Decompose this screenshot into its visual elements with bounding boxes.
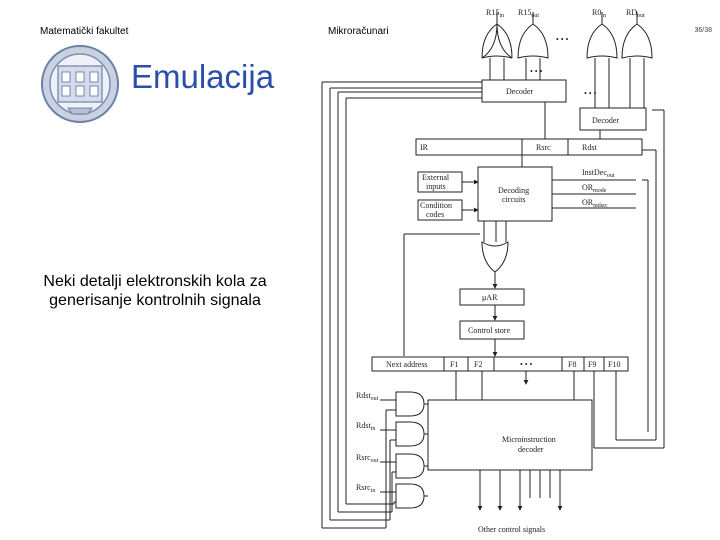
university-seal-icon	[40, 44, 120, 124]
label-f9: F9	[588, 360, 596, 369]
svg-text:R15out: R15out	[518, 8, 539, 19]
slide-description: Neki detalji elektronskih kola za generi…	[43, 273, 267, 309]
label-external-1: External	[422, 173, 450, 182]
label-rsrcout-sub: out	[371, 458, 379, 464]
label-rsrcin-sub: in	[371, 488, 376, 494]
label-f8: F8	[568, 360, 576, 369]
svg-text:InstDecout: InstDecout	[582, 168, 615, 179]
svg-text:Rsrcout: Rsrcout	[356, 453, 379, 464]
or-gate-rdout	[621, 23, 653, 59]
label-rsrcout: Rsrc	[356, 453, 371, 462]
label-control-store: Control store	[468, 326, 510, 335]
and-gate-rsrcin	[395, 483, 425, 509]
label-rdstin-sub: in	[371, 426, 376, 432]
label-orindsrc: OR	[582, 198, 594, 207]
svg-text:ORmode: ORmode	[582, 183, 607, 194]
decoder-box-upper	[481, 79, 567, 103]
label-other-signals: Other control signals	[478, 525, 545, 534]
microinstruction-register	[371, 356, 629, 372]
svg-text:Rdstin: Rdstin	[356, 421, 375, 432]
svg-text:Rsrcin: Rsrcin	[356, 483, 375, 494]
or-gate-r15out	[517, 23, 549, 59]
label-rdstin: Rdst	[356, 421, 371, 430]
or-gate-uar	[481, 241, 509, 273]
label-rsrcin: Rsrc	[356, 483, 371, 492]
label-r0in: R0	[592, 8, 601, 17]
label-decoding-1: Decoding	[498, 186, 529, 195]
label-mar: μAR	[482, 293, 498, 302]
or-gate-r0in	[586, 23, 618, 59]
slide-title: Emulacija	[131, 58, 275, 95]
label-rdstout-sub: out	[371, 396, 379, 402]
svg-text:Rdstout: Rdstout	[356, 391, 379, 402]
decoder-box-lower	[579, 107, 647, 131]
page-number: 36/38	[694, 27, 712, 34]
label-rsrc: Rsrc	[536, 143, 551, 152]
microinstruction-decoder	[427, 399, 593, 471]
label-ir: IR	[420, 143, 429, 152]
faculty-name: Matematički fakultet	[40, 26, 129, 37]
control-signal-circuit-diagram: R15in R15out R0in RDout • • • • • • • • …	[321, 8, 665, 534]
ellipsis-mid: • • •	[530, 67, 543, 76]
label-decoder-lower: Decoder	[592, 116, 619, 125]
label-decoder-upper: Decoder	[506, 87, 533, 96]
label-r15out-sub: out	[531, 13, 539, 19]
label-r15in: R15	[486, 8, 499, 17]
label-decoding-2: circuits	[502, 195, 526, 204]
label-next-address: Next address	[386, 360, 428, 369]
ellipsis-fields: • • •	[520, 360, 533, 369]
micro-address-register	[459, 288, 525, 306]
svg-text:RDout: RDout	[626, 8, 645, 19]
svg-text:R0in: R0in	[592, 8, 606, 19]
label-ormode-sub: mode	[593, 188, 607, 194]
label-rdstout: Rdst	[356, 391, 371, 400]
course-name: Mikroračunari	[328, 26, 389, 37]
decoding-circuits	[477, 166, 553, 222]
label-f10: F10	[608, 360, 620, 369]
label-f1: F1	[450, 360, 458, 369]
label-r0in-sub: in	[601, 13, 606, 19]
ellipsis-top: • • •	[556, 35, 569, 44]
and-gate-rdstin	[395, 421, 425, 447]
or-gate-r15in	[481, 23, 513, 59]
label-rdst: Rdst	[582, 143, 597, 152]
control-store	[459, 320, 525, 340]
label-instdec: InstDec	[582, 168, 607, 177]
label-rdout-sub: out	[637, 13, 645, 19]
label-instdec-sub: out	[607, 173, 615, 179]
and-gate-rsrcout	[395, 453, 425, 479]
label-external-2: inputs	[426, 182, 446, 191]
label-ormode: OR	[582, 183, 594, 192]
label-condition-2: codes	[426, 210, 444, 219]
label-condition-1: Condition	[420, 201, 452, 210]
label-r15out: R15	[518, 8, 531, 17]
label-microdecoder-1: Microinstruction	[502, 435, 556, 444]
label-microdecoder-2: decoder	[518, 445, 544, 454]
and-gate-rdstout	[395, 391, 425, 417]
label-r15in-sub: in	[499, 13, 504, 19]
label-orindsrc-sub: indsrc	[593, 203, 608, 209]
label-rdout: RD	[626, 8, 637, 17]
svg-text:ORindsrc: ORindsrc	[582, 198, 608, 209]
ellipsis-right: • • •	[584, 89, 597, 98]
label-f2: F2	[474, 360, 482, 369]
ir-register	[415, 138, 643, 156]
svg-text:R15in: R15in	[486, 8, 504, 19]
